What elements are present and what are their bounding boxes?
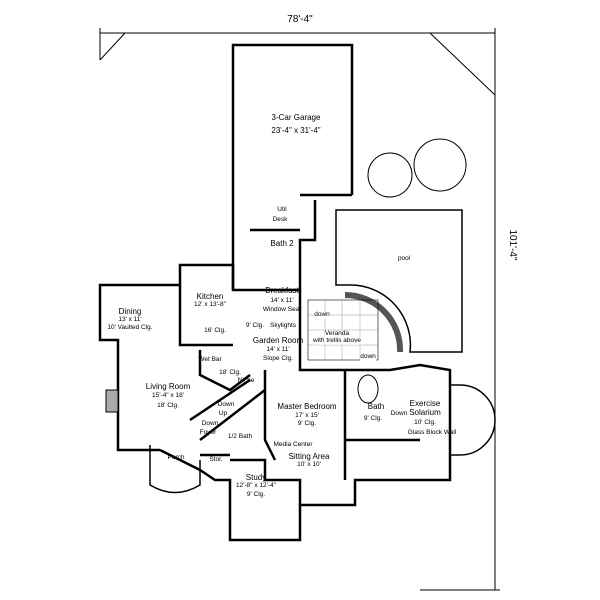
stairs-down-label-2: Down [201,419,219,427]
foyer-label: Foyer [199,428,217,436]
breakfast-size: 14' x 11' [270,296,294,304]
stairs-up-label: Up [218,409,228,417]
wet-bar-label: Wet Bar [198,355,222,363]
bath2-label: Bath 2 [270,239,294,248]
veranda-down-label-2: down [360,352,376,361]
stairs-down-label: Down [217,400,235,408]
living-room-ceiling: 18' Clg. [157,401,179,409]
dining-size: 13' x 11' [118,315,142,323]
glass-block-wall-label: Glass Block Wall [407,428,457,436]
pool-label: pool [397,254,411,262]
pool-outline [335,209,463,353]
veranda-label: Veranda [324,329,350,338]
kitchen-label: Kitchen [196,292,224,301]
garage-walls [231,43,354,195]
veranda-down-label: down [314,310,330,319]
garden-room-ceiling: Slope Clg. [263,354,293,362]
desk-label: Desk [272,215,288,223]
living-room-label: Living Room [145,382,191,391]
master-bath-ceiling: 9' Clg. [363,414,383,422]
tree [413,138,467,192]
storage-label: Stor. [209,455,223,463]
garage-label: 3-Car Garage [271,113,321,122]
bathtub [357,374,379,404]
garden-room-label: Garden Room [252,336,304,345]
skylights-label: Skylights [269,321,297,329]
master-bath-label: Bath [367,402,385,411]
study-ceiling: 9' Clg. [246,490,266,498]
fireplace [105,389,119,413]
sitting-area-label: Sitting Area [288,452,330,461]
solarium-wall [450,384,496,456]
half-bath-label: 1/2 Bath [227,432,253,440]
depth-dimension: 101'-4" [507,229,518,261]
skylights-ceiling: 9' Clg. [245,321,265,329]
living-room-size: 15'-4" x 18' [152,391,184,399]
porch-label: Porch [167,453,185,461]
niche-label: Niche [237,376,255,384]
breakfast-label: Breakfast [265,286,299,295]
wet-bar-ceiling: 18' Clg. [219,368,241,376]
dining-label: Dining [118,307,142,316]
sitting-area-size: 10' x 10' [297,460,321,468]
solarium-label-1: Exercise [409,399,441,408]
master-bath-down-label: Down [390,409,408,417]
master-bedroom-label: Master Bedroom [277,402,337,411]
dining-ceiling: 10' Vaulted Clg. [107,323,153,331]
util-label: Util [277,205,287,213]
kitchen-ceiling: 16' Clg. [204,326,226,334]
master-bedroom-size: 17' x 15' [295,411,319,419]
master-bedroom-ceiling: 9' Clg. [297,419,317,427]
study-size: 12'-8" x 12'-4" [236,481,276,489]
tree [367,152,413,198]
garden-room-size: 14' x 11' [266,345,290,353]
width-dimension: 78'-4" [287,14,313,25]
solarium-ceiling: 10' Clg. [414,418,436,426]
kitchen-size: 12' x 13'-8" [194,300,226,308]
study-label: Study [245,473,267,482]
garage-size: 23'-4" x 31'-4" [271,126,321,135]
solarium-label-2: Solarium [409,408,441,417]
porch-outline [149,445,201,494]
media-center-label: Media Center [273,440,313,448]
window-seat-label: Window Seat [262,305,302,313]
veranda-note: with trellis above [312,336,362,345]
